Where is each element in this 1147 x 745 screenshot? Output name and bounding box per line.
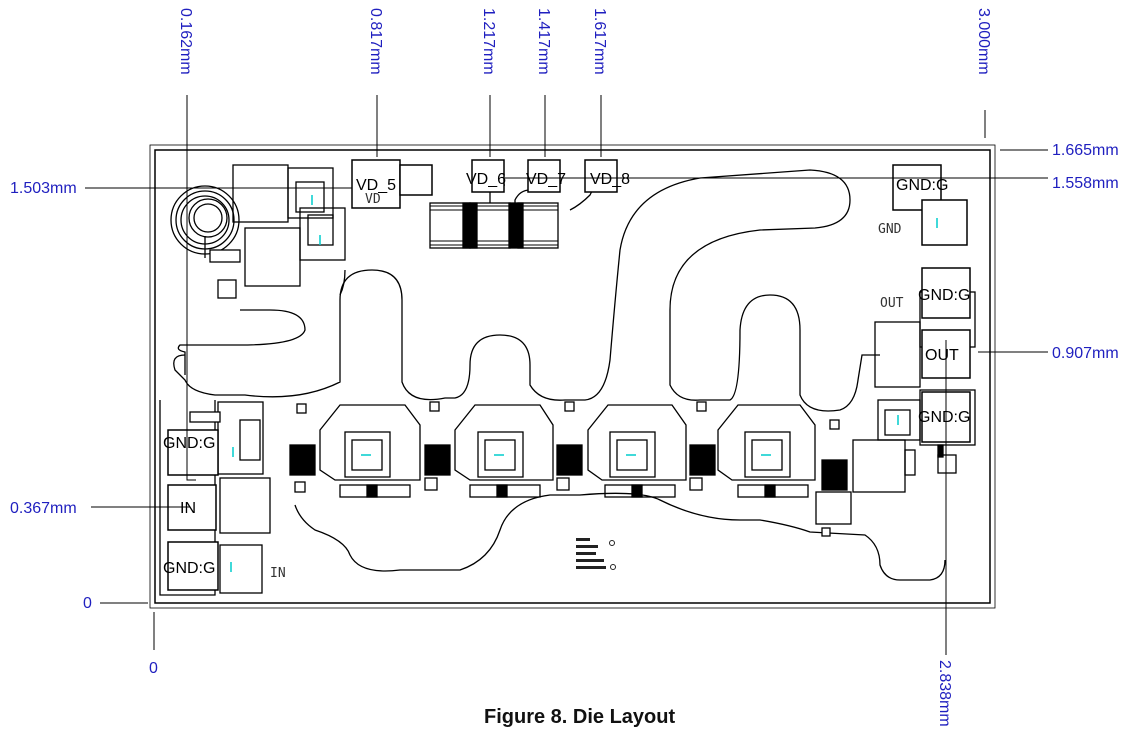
output-network (852, 291, 976, 493)
via-markers (230, 195, 938, 572)
top-left-components (209, 164, 346, 299)
label-vd5: VD_5 (356, 177, 396, 194)
dim-x-1417: 1.417mm (535, 8, 552, 75)
label-vd6: VD_6 (466, 171, 506, 188)
dim-x-1217: 1.217mm (480, 8, 497, 75)
dim-y-1665: 1.665mm (1052, 142, 1119, 159)
label-in: IN (180, 500, 196, 517)
bond-pads (167, 159, 971, 591)
spiral-inductor (170, 185, 240, 258)
label-gnd-out-upper: GND:G (918, 287, 970, 304)
dim-y-1503: 1.503mm (10, 180, 77, 197)
dim-x-3000: 3.000mm (975, 8, 992, 75)
dimension-labels: 0.162mm 0.817mm 1.217mm 1.417mm 1.617mm … (10, 8, 1119, 727)
dim-x-1617: 1.617mm (591, 8, 608, 75)
die-markings: VD GND OUT IN (270, 192, 904, 581)
marking-out: OUT (880, 296, 904, 311)
dim-x-0162: 0.162mm (177, 8, 194, 75)
label-gnd-in-lower: GND:G (163, 560, 215, 577)
die-outline (149, 144, 996, 609)
pad-vd8 (584, 159, 618, 193)
die-logo-block (576, 538, 616, 570)
pad-gnd-in-lower (167, 541, 219, 591)
pad-gnd-in-upper (167, 429, 219, 476)
pad-labels: VD_5 VD_6 VD_7 VD_8 GND:G GND:G OUT GND:… (163, 171, 970, 577)
dim-y-0907: 0.907mm (1052, 345, 1119, 362)
marking-in: IN (270, 566, 286, 581)
dim-x-0817: 0.817mm (367, 8, 384, 75)
marking-gnd: GND (878, 222, 902, 237)
label-vd7: VD_7 (526, 171, 566, 188)
dim-x-origin: 0 (149, 660, 158, 677)
dim-y-0367: 0.367mm (10, 500, 77, 517)
label-gnd-in-upper: GND:G (163, 435, 215, 452)
label-gnd-top: GND:G (896, 177, 948, 194)
figure-caption: Figure 8. Die Layout (484, 706, 675, 728)
pad-gnd-out-upper (921, 267, 971, 319)
label-vd8: VD_8 (590, 171, 630, 188)
drain-capacitor-stack (429, 202, 559, 249)
pad-vd7 (527, 159, 561, 193)
label-out: OUT (925, 347, 959, 364)
amplifier-stages (289, 401, 852, 537)
marking-vd: VD (365, 192, 381, 207)
label-gnd-out-lower: GND:G (918, 409, 970, 426)
dimension-lines (85, 95, 1048, 655)
dim-y-1558: 1.558mm (1052, 175, 1119, 192)
pad-vd5 (351, 159, 401, 209)
dim-x-2838: 2.838mm (936, 660, 953, 727)
dim-y-origin: 0 (83, 595, 92, 612)
pad-vd6 (471, 159, 505, 193)
